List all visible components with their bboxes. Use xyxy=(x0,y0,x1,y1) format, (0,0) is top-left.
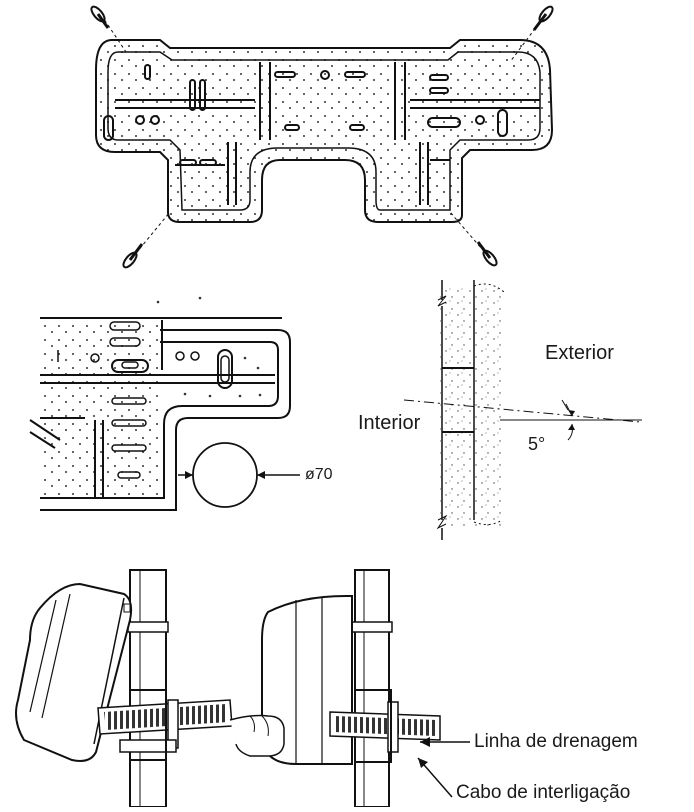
hole-diameter-label: ø70 xyxy=(305,466,333,483)
indoor-unit-tilted xyxy=(15,569,233,808)
interconnection-cable-label: Cabo de interligação xyxy=(456,782,631,803)
mounting-plate xyxy=(90,5,554,269)
screw-bottom-left-icon xyxy=(122,211,171,269)
wall-section xyxy=(403,280,642,540)
angle-label: 5° xyxy=(528,434,546,454)
interior-label: Interior xyxy=(358,412,421,434)
drain-line-label: Linha de drenagem xyxy=(474,731,638,752)
screw-top-left-icon xyxy=(90,5,127,53)
hole-detail xyxy=(29,296,300,511)
exterior-label: Exterior xyxy=(545,342,614,364)
screw-bottom-right-icon xyxy=(449,211,498,267)
indoor-unit-upright xyxy=(229,569,470,808)
screw-top-right-icon xyxy=(509,5,554,63)
